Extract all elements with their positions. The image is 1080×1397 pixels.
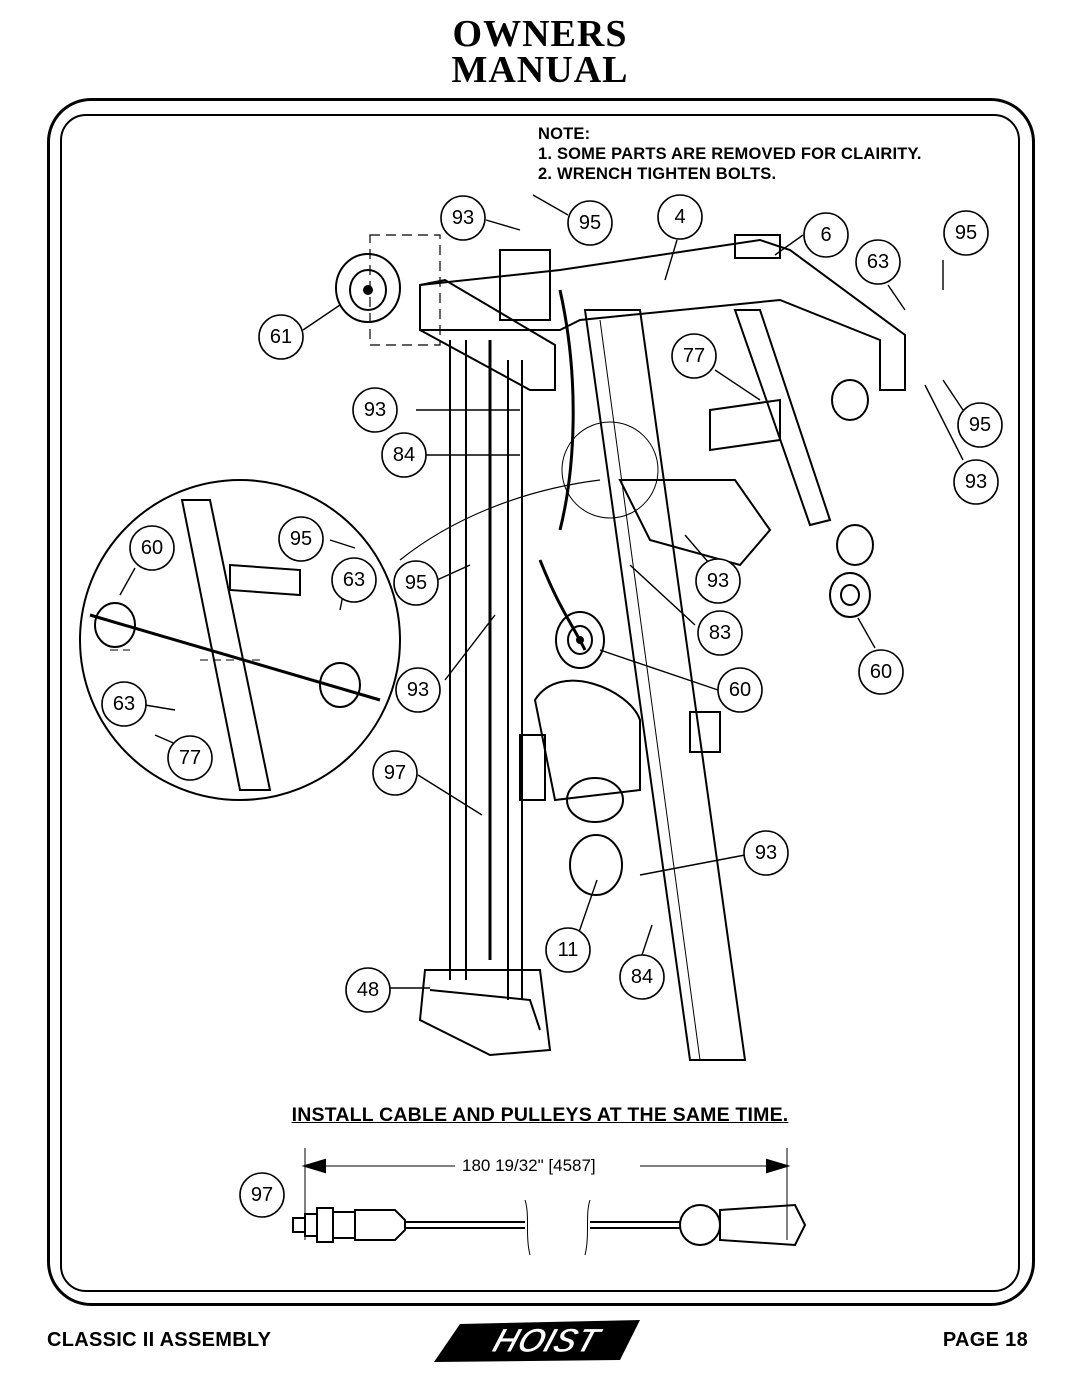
- callout-63: [855, 239, 901, 285]
- cable-97-detail: [292, 1199, 807, 1256]
- callout-93: [695, 558, 741, 604]
- callout-11: [545, 927, 591, 973]
- callout-label: 95: [969, 414, 991, 436]
- callout-label: 4: [674, 206, 685, 228]
- manual-title-line2: MANUAL: [451, 49, 629, 91]
- callout-label: 93: [407, 679, 429, 701]
- callout-97: [372, 750, 418, 796]
- callout-label: 61: [270, 326, 292, 348]
- main-upright: [583, 309, 747, 1061]
- hoist-logo: HOIST: [434, 1320, 640, 1362]
- callout-63: [331, 557, 377, 603]
- rear-upright: [733, 309, 832, 527]
- callout-93: [743, 830, 789, 876]
- pulley-61: [335, 253, 401, 323]
- manual-title-line1: OWNERS: [452, 13, 628, 55]
- callout-label: 93: [364, 399, 386, 421]
- callout-label: 63: [867, 251, 889, 273]
- callout-label: 6: [820, 224, 831, 246]
- callout-93: [440, 195, 486, 241]
- callout-label: 93: [707, 570, 729, 592]
- install-instruction: INSTALL CABLE AND PULLEYS AT THE SAME TI…: [291, 1104, 789, 1126]
- callout-95: [957, 402, 1003, 448]
- callout-label: 60: [141, 537, 163, 559]
- top-arm: [419, 238, 906, 391]
- cable-length-dimension: 180 19/32" [4587]: [458, 1156, 600, 1176]
- callout-97: [239, 1172, 285, 1218]
- svg-text:HOIST: HOIST: [488, 1322, 607, 1360]
- page-frame-outer: [47, 98, 1035, 1306]
- callout-48: [345, 967, 391, 1013]
- callout-95: [278, 516, 324, 562]
- callout-label: 83: [709, 622, 731, 644]
- callout-84: [619, 954, 665, 1000]
- callout-63: [101, 681, 147, 727]
- callout-95: [393, 560, 439, 606]
- callout-label: 93: [965, 471, 987, 493]
- callout-84: [381, 432, 427, 478]
- callout-label: 60: [729, 679, 751, 701]
- callout-6: [803, 212, 849, 258]
- callout-label: 11: [558, 939, 579, 961]
- callout-label: 77: [683, 345, 705, 367]
- page-frame-inner: [60, 114, 1020, 1292]
- callout-label: 95: [405, 572, 427, 594]
- callout-label: 97: [251, 1184, 273, 1206]
- footer-section-title: CLASSIC II ASSEMBLY: [47, 1329, 272, 1351]
- assembly-note: NOTE: 1. SOME PARTS ARE REMOVED FOR CLAI…: [538, 124, 922, 184]
- callout-label: 93: [452, 207, 474, 229]
- callout-95: [567, 200, 613, 246]
- base: [418, 969, 552, 1057]
- callout-label: 95: [955, 222, 977, 244]
- callout-60: [129, 525, 175, 571]
- callout-label: 63: [343, 569, 365, 591]
- detail-view: [79, 479, 401, 801]
- pulley-11: [569, 834, 623, 896]
- callout-label: 60: [870, 661, 892, 683]
- callout-95: [943, 210, 989, 256]
- callout-60: [858, 649, 904, 695]
- callout-label: 93: [755, 842, 777, 864]
- callout-77: [671, 333, 717, 379]
- note-item-1: 1. SOME PARTS ARE REMOVED FOR CLAIRITY.: [538, 145, 922, 163]
- callout-label: 95: [290, 528, 312, 550]
- callout-61: [258, 314, 304, 360]
- footer-page-number: PAGE 18: [942, 1329, 1028, 1351]
- callout-label: 63: [113, 693, 135, 715]
- callout-label: 95: [579, 212, 601, 234]
- pulley-60-right: [829, 572, 871, 618]
- callout-label: 97: [384, 762, 406, 784]
- callout-label: 84: [393, 444, 415, 466]
- callout-label: 48: [357, 979, 379, 1001]
- callout-77: [167, 735, 213, 781]
- note-title: NOTE:: [538, 125, 591, 143]
- callout-93: [352, 387, 398, 433]
- pulley-60-center: [555, 611, 605, 669]
- callout-label: 84: [631, 966, 653, 988]
- callout-60: [717, 667, 763, 713]
- note-item-2: 2. WRENCH TIGHTEN BOLTS.: [538, 165, 777, 183]
- callout-83: [697, 610, 743, 656]
- callout-4: [657, 194, 703, 240]
- callout-93: [395, 667, 441, 713]
- callout-93: [953, 459, 999, 505]
- callout-label: 77: [179, 747, 201, 769]
